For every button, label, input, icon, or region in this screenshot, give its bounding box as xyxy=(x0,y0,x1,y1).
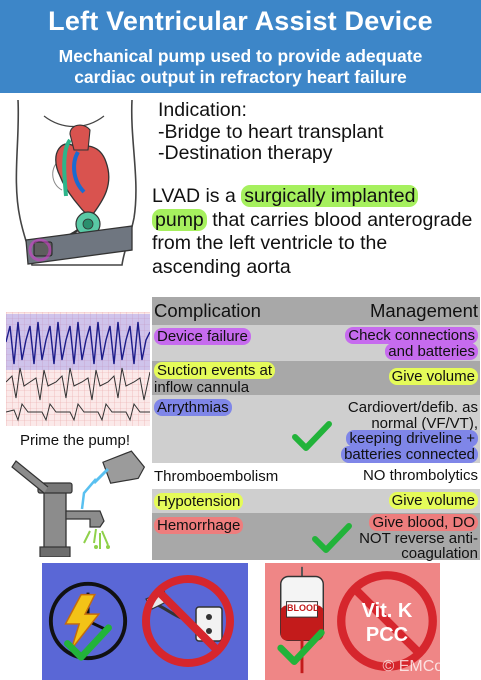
management-cell: Give volume xyxy=(388,492,478,509)
indication-item: -Bridge to heart transplant xyxy=(158,120,384,143)
management-cell: Cardiovert/defib. as normal (VF/VT), kee… xyxy=(341,399,478,463)
complications-table: Complication Management Device failure C… xyxy=(152,297,480,562)
management-cell: Check connections and batteries xyxy=(345,327,478,360)
complication-line: Suction events at xyxy=(154,362,276,379)
column-header-management: Management xyxy=(370,300,478,321)
indication-item: -Destination therapy xyxy=(158,142,333,164)
management-cell: Give blood, DO NOT reverse anti- coagula… xyxy=(359,514,478,562)
table-header-row: Complication Management xyxy=(152,297,480,325)
reversal-agents-label: Vit. K PCC xyxy=(347,599,427,647)
complication-line: inflow cannula xyxy=(154,379,250,396)
hemorrhage-panel: BLOOD Vit. K PCC xyxy=(265,563,440,680)
description-highlight: surgically implanted xyxy=(241,185,419,207)
blood-bag-icon xyxy=(277,566,325,674)
management-line: keeping driveline + xyxy=(346,430,478,447)
table-row: Hypotension Give volume xyxy=(152,489,480,513)
management-line: Check connections xyxy=(345,327,478,344)
management-line: NOT reverse anti- xyxy=(359,529,478,547)
prohibited-icon xyxy=(337,571,437,671)
checkmark-icon xyxy=(312,523,352,553)
blood-bag-label: BLOOD xyxy=(287,603,320,613)
pcc-label: PCC xyxy=(365,624,409,646)
ecg-strip xyxy=(6,312,150,426)
management-give-volume: Give volume xyxy=(388,492,478,509)
description-highlight: pump xyxy=(152,208,207,231)
management-line: and batteries xyxy=(385,342,478,360)
complication-cell: Suction events at inflow cannula xyxy=(154,362,276,396)
torso-lvad-illustration xyxy=(15,100,137,266)
indication-block: Indication: -Bridge to heart transplant … xyxy=(158,99,478,165)
complication-cell: Arrythmias xyxy=(154,399,232,416)
management-line: coagulation xyxy=(401,545,478,562)
complication-thromboembolism: Thromboembolism xyxy=(154,468,279,485)
complication-hemorrhage: Hemorrhage xyxy=(154,517,244,534)
page-title: Left Ventricular Assist Device xyxy=(48,6,433,36)
management-line: normal (VF/VT), xyxy=(371,414,478,432)
table-row: Thromboembolism NO thrombolytics xyxy=(152,463,480,489)
complication-device-failure: Device failure xyxy=(154,328,251,345)
management-cell: Give volume xyxy=(388,368,478,385)
column-header-complication: Complication xyxy=(154,300,261,321)
vitamin-k-label: Vit. K xyxy=(361,600,413,622)
table-row: Hemorrhage Give blood, DO NOT reverse an… xyxy=(152,513,480,562)
description-text: LVAD is a xyxy=(152,185,242,207)
table-row: Suction events at inflow cannula Give vo… xyxy=(152,361,480,396)
management-line: Give blood, DO xyxy=(369,514,478,531)
management-give-volume: Give volume xyxy=(388,368,478,385)
indication-heading: Indication: xyxy=(158,99,247,121)
page-subtitle: Mechanical pump used to provide adequate… xyxy=(10,46,471,88)
management-line: batteries connected xyxy=(341,445,478,463)
header-banner: Left Ventricular Assist Device Mechanica… xyxy=(0,0,481,93)
checkmark-icon xyxy=(292,421,332,451)
prime-the-pump-label: Prime the pump! xyxy=(19,432,131,449)
no-unplug-icon xyxy=(142,575,234,667)
clock-lightning-icon xyxy=(48,581,128,661)
copyright-watermark: © EMCoach xyxy=(382,658,469,675)
management-line: Cardiovert/defib. as xyxy=(347,399,478,416)
subtitle-line: Mechanical pump used to provide adequate xyxy=(58,46,423,66)
management-no-thrombolytics: NO thrombolytics xyxy=(362,467,478,484)
table-row: Arrythmias Cardiovert/defib. as normal (… xyxy=(152,395,480,463)
complication-cell: Hemorrhage xyxy=(154,517,244,534)
description-text: that carries blood anterograde from the … xyxy=(152,208,473,278)
table-row: Device failure Check connections and bat… xyxy=(152,325,480,361)
complication-arrythmias: Arrythmias xyxy=(154,399,232,416)
complication-cell: Hypotension xyxy=(154,493,244,510)
complication-cell: Device failure xyxy=(154,328,251,345)
complication-hypotension: Hypotension xyxy=(154,493,244,510)
lvad-description: LVAD is a surgically implanted pump that… xyxy=(152,185,477,279)
device-failure-panel xyxy=(42,563,248,680)
subtitle-line: cardiac output in refractory heart failu… xyxy=(74,67,407,87)
hand-pump-illustration xyxy=(11,450,146,557)
